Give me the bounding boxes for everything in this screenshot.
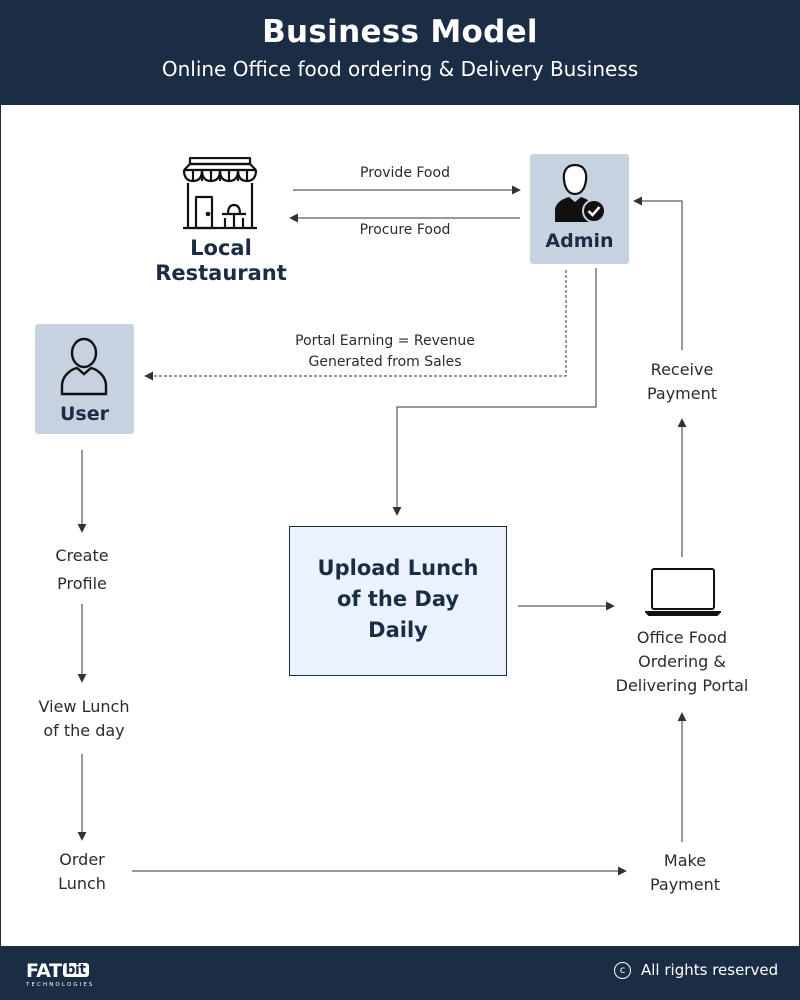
node-view-lunch: View Lunch of the day [38,697,130,740]
admin-label: Admin [545,230,614,252]
upload-lunch-label: Upload Lunch of the Day Daily [317,556,479,642]
edge-receive-to-admin [633,196,683,350]
node-order-lunch: Order Lunch [58,850,106,893]
label-provide-food: Provide Food [360,165,450,181]
footer [0,946,800,1000]
copyright-icon: c [614,961,631,979]
node-user: User [35,324,134,434]
edge-portal-earning [144,270,567,381]
laptop-icon [645,568,721,616]
logo-sub-text: TECHNOLOGIES [26,982,95,988]
node-make-payment: Make Payment [649,851,721,894]
header: Business Model Online Office food orderi… [0,0,800,105]
logo-main-text: FAT [26,960,62,982]
node-admin: Admin [530,154,629,264]
storefront-icon [182,157,258,230]
node-office-food-portal: Office Food Ordering & Delivering Portal [615,628,749,695]
logo-bit-text: bit [62,963,89,977]
node-local-restaurant: Local Restaurant [155,236,287,285]
edge-admin-to-upload [392,268,597,516]
node-create-profile: Create Profile [55,546,109,593]
user-icon [60,337,108,396]
label-procure-food: Procure Food [359,222,451,238]
page-subtitle: Online Office food ordering & Delivery B… [161,57,639,81]
label-portal-earning: Portal Earning = Revenue Generated from … [295,333,475,370]
rights-text: All rights reserved [641,961,779,979]
node-receive-payment: Receive Payment [646,360,718,403]
admin-verified-user-icon [555,163,606,223]
user-label: User [60,403,109,425]
node-upload-lunch: Upload Lunch of the Day Daily [289,526,507,676]
page-title: Business Model [262,14,538,50]
copyright-notice: c All rights reserved [614,961,778,979]
